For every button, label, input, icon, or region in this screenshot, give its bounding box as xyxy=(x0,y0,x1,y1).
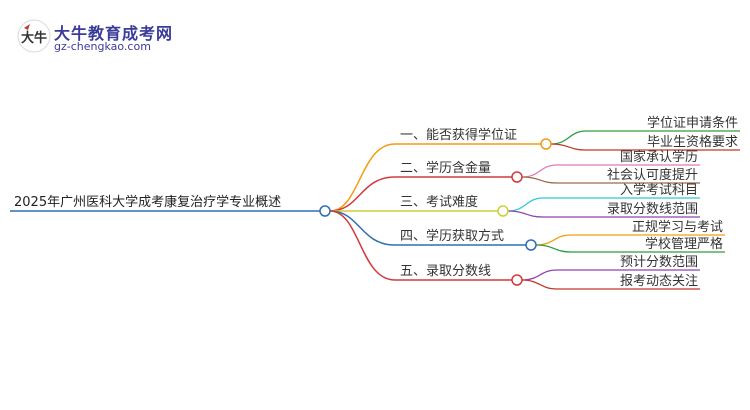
site-name: 大牛教育成考网 xyxy=(54,24,174,43)
branch-connector xyxy=(329,210,396,281)
logo-badge-text: 大牛 xyxy=(21,30,47,46)
root-node-dot[interactable] xyxy=(319,205,331,217)
leaf-topic: 毕业生资格要求 xyxy=(647,134,738,150)
leaf-connector xyxy=(521,269,558,281)
leaf-connector xyxy=(535,234,572,246)
root-topic: 2025年广州医科大学成考康复治疗学专业概述 xyxy=(14,194,281,210)
branch-topic: 二、学历含金量 xyxy=(400,160,491,176)
leaf-connector xyxy=(550,143,587,151)
branch-topic: 一、能否获得学位证 xyxy=(400,127,517,143)
branch-topic: 四、学历获取方式 xyxy=(400,228,504,244)
logo-badge-icon: 大牛 xyxy=(17,19,51,53)
mind-map-nodes: 2025年广州医科大学成考康复治疗学专业概述 一、能否获得学位证 学位证申请条件毕业… xyxy=(14,115,738,289)
leaf-topic: 入学考试科目 xyxy=(620,182,698,198)
mind-map-connectors xyxy=(10,130,740,290)
leaf-connector xyxy=(507,210,544,218)
branch-node-dot[interactable] xyxy=(511,171,523,183)
branch-node-dot[interactable] xyxy=(497,205,509,217)
leaf-topic: 报考动态关注 xyxy=(620,274,698,289)
leaf-topic: 学位证申请条件 xyxy=(647,115,738,131)
leaf-topic: 预计分数范围 xyxy=(620,255,698,270)
leaf-connector xyxy=(507,197,544,212)
leaf-topic: 学校管理严格 xyxy=(645,236,723,252)
branch-node-dot[interactable] xyxy=(540,138,552,150)
branch-node-dot[interactable] xyxy=(525,239,537,251)
leaf-connector xyxy=(521,279,558,290)
site-logo[interactable]: 大牛 大牛教育成考网 gz-chengkao.com xyxy=(16,18,176,58)
leaf-topic: 正规学习与考试 xyxy=(632,219,723,235)
leaf-topic: 录取分数线范围 xyxy=(607,202,698,217)
branch-connector xyxy=(329,210,396,246)
leaf-connector xyxy=(521,176,558,184)
branch-connector xyxy=(329,143,396,212)
branch-topic: 三、考试难度 xyxy=(400,194,478,210)
leaf-topic: 社会认可度提升 xyxy=(607,167,698,183)
branch-node-dot[interactable] xyxy=(511,274,523,286)
site-url: gz-chengkao.com xyxy=(54,40,151,53)
leaf-connector xyxy=(550,130,587,145)
leaf-connector xyxy=(521,164,558,178)
leaf-connector xyxy=(535,244,572,253)
branch-connector xyxy=(329,176,396,212)
leaf-topic: 国家承认学历 xyxy=(620,149,698,165)
branch-topic: 五、录取分数线 xyxy=(400,264,491,279)
